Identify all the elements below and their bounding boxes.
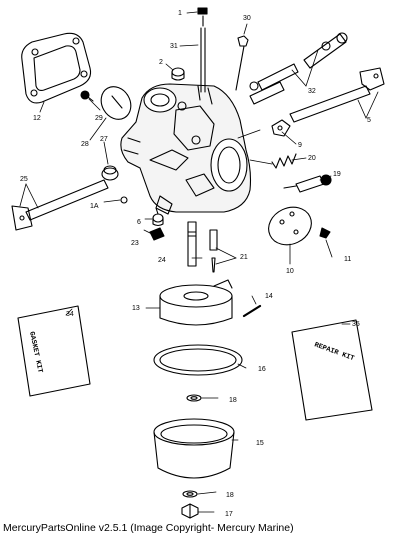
leader-lines: [19, 11, 379, 513]
part-11-screw: [319, 227, 331, 239]
part-9-bracket: [271, 119, 291, 137]
part-32-hose-fittings: [249, 32, 348, 105]
part-23-jet: [149, 207, 165, 241]
part-35-repair-kit-card: [291, 319, 373, 421]
part-31-needle-assembly: [197, 7, 208, 93]
label-part-11: 11: [344, 256, 351, 263]
part-labels: 1 30 31 2 32 5 12 29 28 27 9 20 19 25 1A…: [20, 10, 371, 518]
label-part-21: 21: [240, 254, 248, 261]
part-12-flange-gasket: [21, 32, 92, 104]
label-part-34: 34: [66, 311, 74, 318]
part-15-float-bowl: [153, 418, 235, 479]
label-part-16: 16: [258, 366, 266, 373]
label-part-18-top: 18: [229, 397, 237, 404]
label-part-25: 25: [20, 176, 28, 183]
label-part-19: 19: [333, 171, 341, 178]
part-19-mixture-screw: [283, 174, 332, 193]
part-27-spring: [101, 165, 119, 181]
label-part-30: 30: [243, 15, 251, 22]
part-21-main-jets: [209, 229, 218, 273]
label-part-28: 28: [81, 141, 89, 148]
part-28-throttle-plate: [100, 86, 132, 120]
label-part-12: 12: [33, 115, 41, 122]
part-25-throttle-shaft: [11, 179, 109, 231]
part-17-bowl-nut: [181, 503, 199, 519]
part-14-float-pin: [242, 304, 262, 318]
gasket-kit-text: GASKET KIT: [27, 331, 44, 374]
part-13-float: [159, 279, 233, 326]
label-part-1a: 1A: [90, 203, 99, 210]
label-part-35: 35: [352, 321, 360, 328]
repair-kit-text: REPAIR KIT: [313, 341, 355, 363]
label-part-32: 32: [308, 88, 316, 95]
label-part-9: 9: [298, 142, 302, 149]
label-part-1: 1: [178, 10, 182, 17]
label-part-18-bottom: 18: [226, 492, 234, 499]
label-part-29: 29: [95, 115, 103, 122]
label-part-14: 14: [265, 293, 273, 300]
part-6-fitting: [152, 213, 164, 227]
label-part-24: 24: [158, 257, 166, 264]
label-part-23: 23: [131, 240, 139, 247]
label-part-20: 20: [308, 155, 316, 162]
part-29-screw: [80, 90, 94, 102]
part-10-cover-plate: [268, 206, 312, 246]
label-part-6: 6: [137, 219, 141, 226]
part-5-linkage-rod: [289, 67, 385, 123]
part-34-gasket-kit-card: [17, 305, 91, 397]
label-part-2: 2: [159, 59, 163, 66]
part-18-washer-bottom: [182, 490, 198, 498]
label-part-10: 10: [286, 268, 294, 275]
part-16-bowl-gasket: [153, 344, 243, 376]
label-part-15: 15: [256, 440, 264, 447]
carburetor-body: [120, 83, 252, 215]
part-2-cap: [171, 67, 185, 81]
part-18-washer-top: [186, 394, 202, 402]
label-part-27: 27: [100, 136, 108, 143]
part-30-nut: [235, 35, 249, 91]
label-part-13: 13: [132, 305, 140, 312]
part-1a-ball: [120, 196, 128, 204]
part-20-spring: [271, 153, 297, 169]
part-24-nozzle: [187, 221, 197, 267]
copyright-footer: MercuryPartsOnline v2.5.1 (Image Copyrig…: [3, 522, 294, 534]
label-part-17: 17: [225, 511, 233, 518]
label-part-31: 31: [170, 43, 178, 50]
label-part-5: 5: [367, 117, 371, 124]
